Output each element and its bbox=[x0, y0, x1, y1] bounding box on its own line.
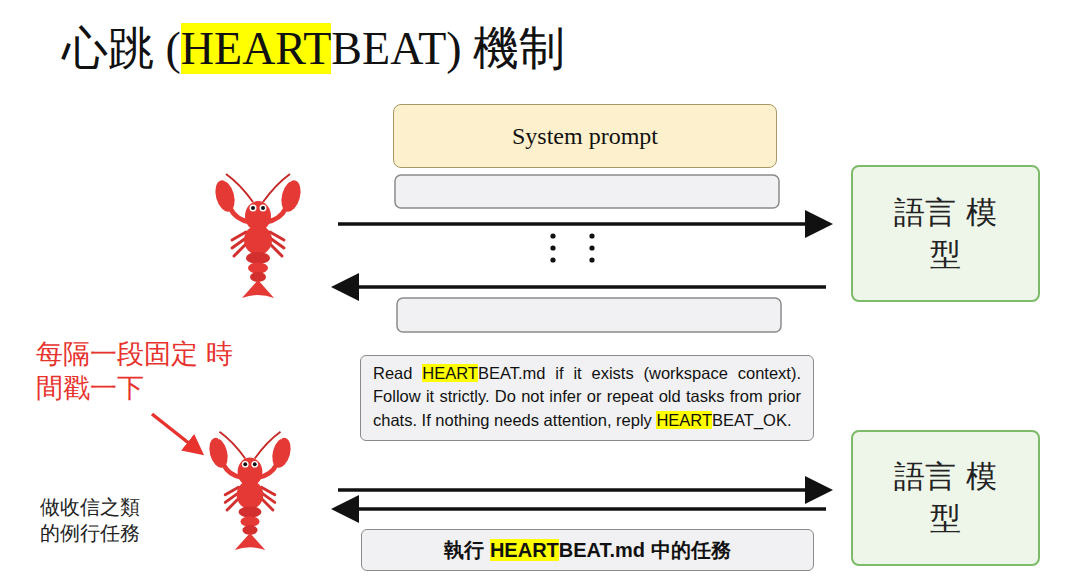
empty-message-box bbox=[397, 298, 781, 332]
node-text: 語言 模型 bbox=[893, 456, 998, 540]
lobster-agent bbox=[212, 174, 304, 298]
node-text: 執行 HEARTBEAT.md 中的任務 bbox=[444, 537, 730, 564]
request-arrow bbox=[338, 488, 826, 492]
title: 心跳 (HEARTBEAT) 機制 bbox=[62, 18, 565, 80]
node-text: Read HEARTBEAT.md if it exists (workspac… bbox=[373, 362, 801, 432]
response-arrow bbox=[338, 507, 826, 511]
ellipsis-dots bbox=[550, 233, 594, 262]
system-prompt-box: System prompt bbox=[393, 104, 777, 168]
heartbeat-prompt-box: Read HEARTBEAT.md if it exists (workspac… bbox=[360, 355, 814, 441]
language-model-box: 語言 模型 bbox=[851, 430, 1040, 566]
node-text: System prompt bbox=[512, 123, 658, 150]
language-model-box: 語言 模型 bbox=[851, 165, 1040, 302]
timer-note: 每隔一段固定 時間戳一下 bbox=[36, 338, 246, 406]
response-arrow bbox=[338, 285, 826, 289]
pointer-arrow bbox=[152, 414, 200, 452]
request-arrow bbox=[338, 222, 826, 226]
lobster-agent bbox=[206, 432, 293, 550]
node-text: 語言 模型 bbox=[893, 192, 998, 276]
task-box: 執行 HEARTBEAT.md 中的任務 bbox=[361, 529, 814, 571]
empty-message-box bbox=[395, 175, 779, 208]
routine-note: 做收信之類 的例行任務 bbox=[40, 494, 160, 546]
